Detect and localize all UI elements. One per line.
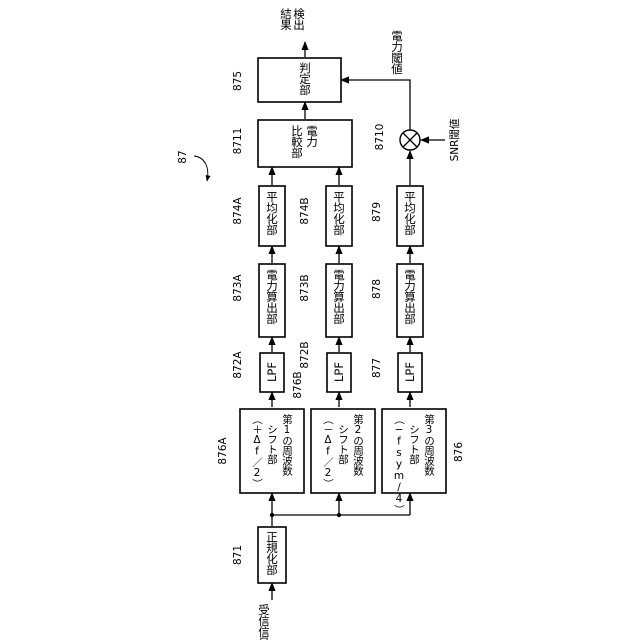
- svg-text:第3の周波数: 第3の周波数: [423, 413, 435, 477]
- shift-block-3: 第3の周波数 シフト部 （−fsym/4）: [382, 409, 446, 515]
- normalizer-block: 正規化部: [258, 527, 286, 583]
- svg-text:比較部: 比較部: [290, 125, 304, 158]
- svg-text:判定部: 判定部: [298, 62, 312, 95]
- svg-text:（−fsym/4）: （−fsym/4）: [393, 414, 405, 515]
- svg-text:871: 871: [232, 545, 244, 565]
- svg-text:電力: 電力: [305, 125, 319, 148]
- svg-text:シフト部: シフト部: [337, 424, 349, 465]
- svg-text:876A: 876A: [217, 437, 229, 465]
- svg-text:LPF: LPF: [403, 362, 417, 382]
- svg-text:872A: 872A: [232, 351, 244, 379]
- shift-block-2: 第2の周波数 シフト部 （－Δf／2）: [311, 409, 375, 493]
- svg-text:877: 877: [371, 358, 383, 378]
- svg-text:879: 879: [371, 202, 383, 222]
- averaging-block-1: 平均化部: [259, 186, 285, 246]
- svg-text:平均化部: 平均化部: [265, 191, 279, 235]
- svg-text:8710: 8710: [374, 124, 386, 151]
- judgment-block: 判定部: [258, 58, 341, 102]
- snr-threshold-label: SNR閾値: [448, 118, 461, 161]
- svg-text:87: 87: [177, 150, 189, 163]
- svg-text:シフト部: シフト部: [408, 424, 420, 465]
- svg-text:電力算出部: 電力算出部: [332, 269, 346, 324]
- svg-text:875: 875: [232, 71, 244, 91]
- output-label-line2: 結果: [279, 7, 293, 31]
- svg-text:（－Δf／2）: （－Δf／2）: [322, 414, 334, 489]
- power-calc-block-3: 電力算出部: [397, 264, 423, 337]
- svg-text:876: 876: [453, 442, 465, 462]
- svg-text:第1の周波数: 第1の周波数: [281, 413, 293, 477]
- svg-text:LPF: LPF: [265, 362, 279, 382]
- svg-text:電力算出部: 電力算出部: [403, 269, 417, 324]
- svg-text:（＋Δf／2）: （＋Δf／2）: [251, 414, 263, 489]
- svg-text:正規化部: 正規化部: [265, 531, 279, 575]
- svg-text:878: 878: [371, 279, 383, 299]
- averaging-block-2: 平均化部: [326, 186, 352, 246]
- svg-text:874B: 874B: [299, 197, 311, 224]
- lpf-block-2: LPF: [327, 353, 351, 392]
- svg-text:平均化部: 平均化部: [403, 191, 417, 235]
- svg-text:電力算出部: 電力算出部: [265, 269, 279, 324]
- lpf-block-1: LPF: [260, 353, 284, 392]
- svg-text:シフト部: シフト部: [266, 424, 278, 465]
- received-signal-label: 受信信号: [257, 604, 271, 640]
- svg-text:8711: 8711: [232, 128, 244, 155]
- svg-text:876B: 876B: [292, 371, 304, 398]
- svg-text:873A: 873A: [232, 274, 244, 302]
- svg-text:872B: 872B: [299, 341, 311, 368]
- multiplier-circle: [400, 130, 420, 150]
- svg-text:873B: 873B: [299, 274, 311, 301]
- svg-text:874A: 874A: [232, 197, 244, 225]
- output-label-line1: 検出: [292, 7, 306, 30]
- power-calc-block-2: 電力算出部: [326, 264, 352, 337]
- svg-text:第2の周波数: 第2の周波数: [352, 413, 364, 477]
- svg-text:LPF: LPF: [332, 362, 346, 382]
- lpf-block-3: LPF: [398, 353, 422, 392]
- power-threshold-label: 電力閾値: [390, 30, 404, 75]
- averaging-block-3: 平均化部: [397, 186, 423, 246]
- power-calc-block-1: 電力算出部: [259, 264, 285, 337]
- svg-text:平均化部: 平均化部: [332, 191, 346, 235]
- shift-block-1: 第1の周波数 シフト部 （＋Δf／2）: [240, 409, 304, 493]
- power-comparator-block: 電力 比較部: [258, 120, 352, 167]
